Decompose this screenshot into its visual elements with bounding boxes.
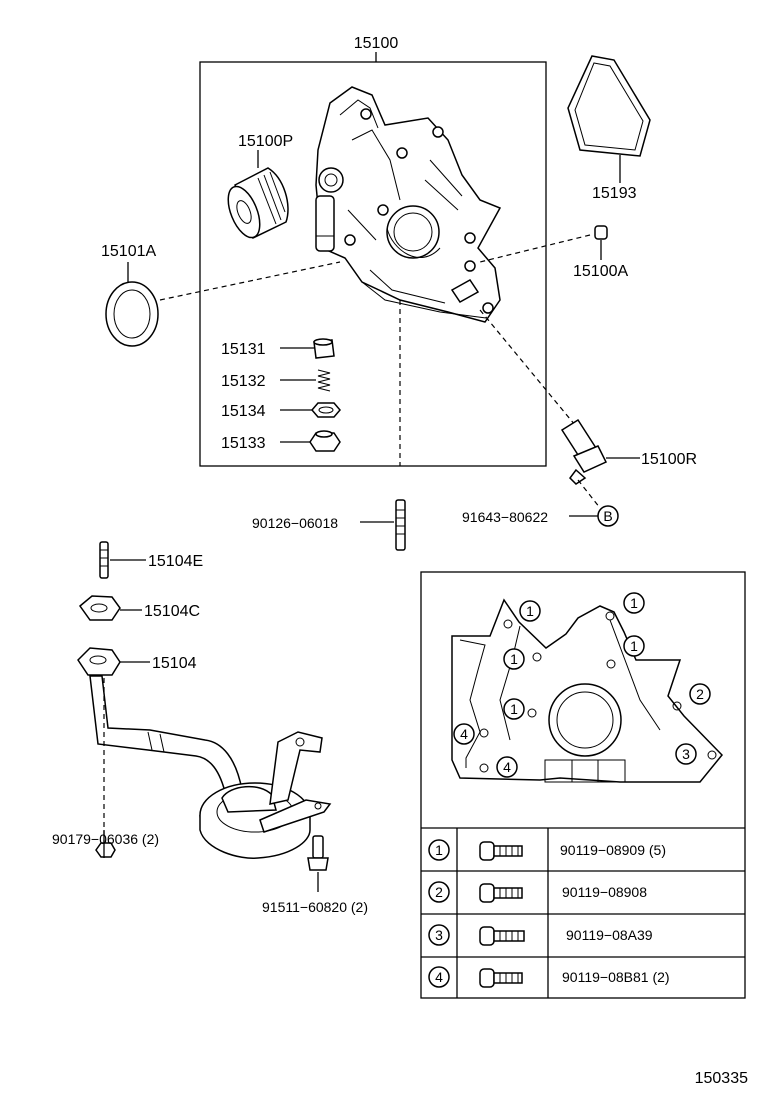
gasket-15193: 15193 (567, 55, 651, 202)
bolt-icon (479, 883, 523, 903)
callout-b-label: B (603, 508, 612, 524)
oil-strainer-section: 15104E 15104C 15104 90179−06036 (2) (52, 541, 368, 915)
stud-90126: 90126−06018 (252, 499, 406, 551)
detail-frame (420, 571, 746, 999)
detail-marker: 1 (623, 592, 645, 614)
detail-marker: 1 (519, 600, 541, 622)
svg-text:1: 1 (510, 651, 518, 667)
bolt-icon (479, 841, 523, 861)
bolt-icon (479, 926, 525, 946)
svg-text:1: 1 (630, 595, 638, 611)
relief-valve-plug-nut-part-number: 15133 (221, 435, 266, 452)
oil-seal-15101A: 15101A (101, 243, 341, 347)
bolt-location-detail: 1 1 1 1 1 2 3 4 (420, 571, 746, 999)
oil-pressure-sensor-15100R: 15100R (479, 309, 697, 509)
detail-marker: 1 (503, 698, 525, 720)
pump-rotor-15100P: 15100P (227, 133, 293, 240)
bolt-table-row: 4 90119−08B81 (2) (428, 966, 670, 988)
oil-seal-part-number: 15101A (101, 243, 156, 260)
svg-text:1: 1 (510, 701, 518, 717)
stud-part-number: 90126−06018 (252, 515, 338, 531)
detail-marker: 4 (496, 756, 518, 778)
pin-part-number: 15100A (573, 263, 628, 280)
pin-15100A: 15100A (479, 225, 628, 280)
strainer-nut-part-number: 90179−06036 (2) (52, 831, 159, 847)
diagram-id: 150335 (695, 1070, 748, 1087)
relief-valve-parts: 15131 15132 15134 15133 (221, 338, 341, 452)
svg-text:1: 1 (526, 603, 534, 619)
rotor-part-number: 15100P (238, 133, 293, 150)
oil-pump-body-illustration (315, 86, 502, 323)
svg-text:2: 2 (435, 884, 443, 900)
oil-pump-assembly-group: 15100 (199, 35, 547, 467)
sensor-dashed-line (479, 309, 576, 426)
detail-marker: 2 (689, 683, 711, 705)
bolt-icon (479, 968, 523, 988)
pin-dashed-line (479, 234, 591, 263)
detail-marker: 1 (503, 648, 525, 670)
detail-marker: 3 (675, 743, 697, 765)
bolt-part-number: 90119−08908 (562, 884, 647, 900)
bolt-part-number: 90119−08909 (5) (560, 842, 666, 858)
sensor-part-number: 15100R (641, 451, 697, 468)
detail-marker: 1 (623, 635, 645, 657)
svg-text:3: 3 (682, 746, 690, 762)
gasket-part-number: 15193 (592, 185, 637, 202)
svg-text:4: 4 (460, 726, 468, 742)
assembly-frame (199, 61, 547, 467)
strainer-stud-part-number: 15104E (148, 553, 203, 570)
strainer-part-number: 15104 (152, 655, 197, 672)
relief-valve-spring-part-number: 15132 (221, 373, 266, 390)
callout-b-circle (597, 505, 619, 527)
sensor-bolt-91643: 91643−80622 B (462, 505, 619, 527)
svg-text:4: 4 (503, 759, 511, 775)
bolt-table-row: 1 90119−08909 (5) (428, 839, 666, 861)
svg-text:4: 4 (435, 969, 443, 985)
relief-valve-plug-part-number: 15131 (221, 341, 266, 358)
bolt-part-number: 90119−08B81 (2) (562, 969, 670, 985)
bolt-table-row: 3 90119−08A39 (428, 924, 653, 946)
strainer-gasket-part-number: 15104C (144, 603, 200, 620)
oil-seal-dashed-line (159, 261, 341, 301)
svg-text:3: 3 (435, 927, 443, 943)
sensor-bolt-part-number: 91643−80622 (462, 509, 548, 525)
strainer-bolt-part-number: 91511−60820 (2) (262, 899, 368, 915)
relief-valve-part-number: 15134 (221, 403, 266, 420)
bolt-table-row: 2 90119−08908 (428, 881, 647, 903)
bolt-part-number: 90119−08A39 (566, 927, 653, 943)
assembly-part-number: 15100 (354, 35, 399, 52)
svg-text:1: 1 (435, 842, 443, 858)
detail-marker: 4 (453, 723, 475, 745)
svg-text:2: 2 (696, 686, 704, 702)
svg-text:1: 1 (630, 638, 638, 654)
bolt-table: 1 90119−08909 (5) 2 90119−08 (421, 828, 745, 998)
